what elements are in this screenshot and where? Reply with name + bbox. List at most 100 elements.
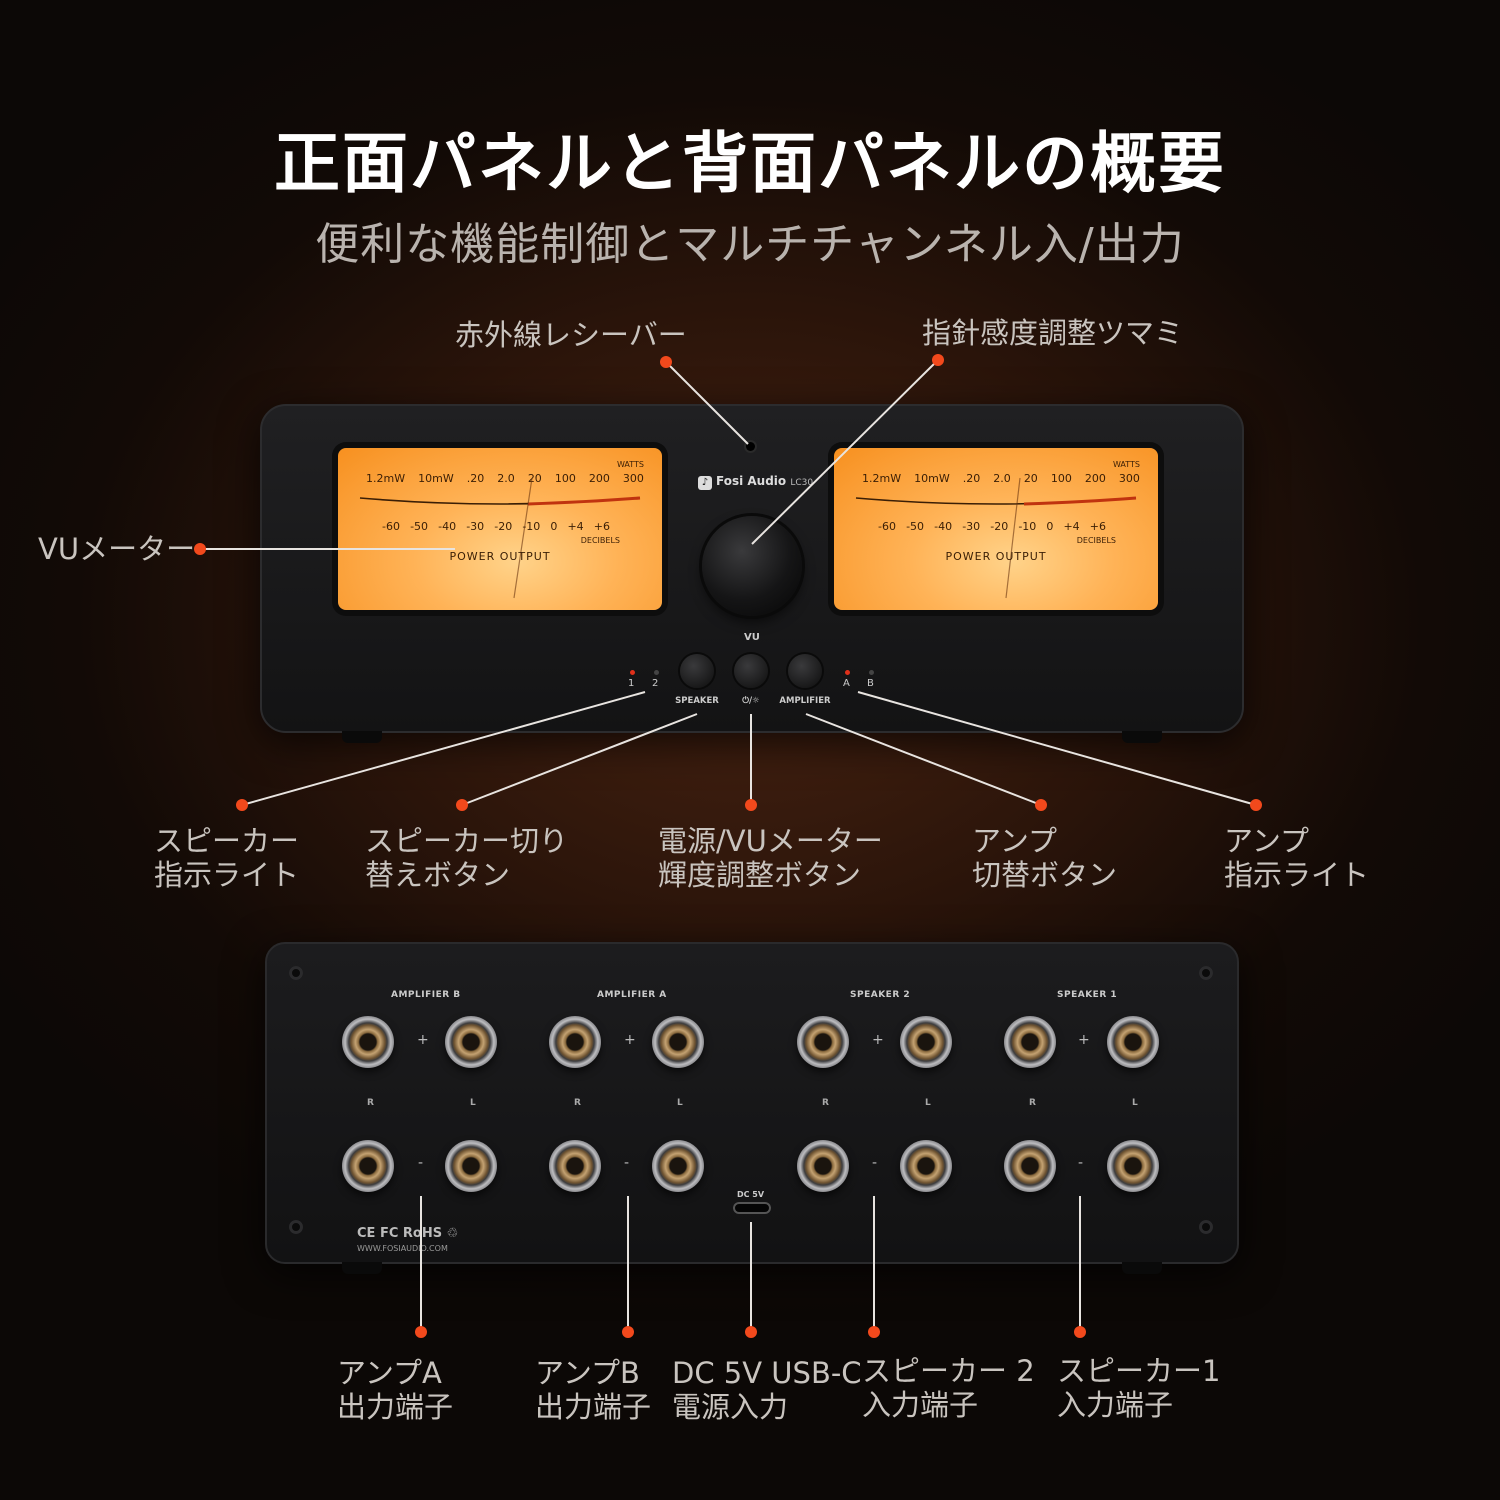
channel-r: R [574, 1098, 581, 1108]
callout-line-2: 替えボタン [365, 858, 511, 892]
callout-line-1: スピーカー切り [365, 824, 569, 858]
callout-speaker-light: スピーカー 指示ライト [154, 824, 299, 892]
binding-post[interactable] [797, 1140, 849, 1192]
amp-led-b [869, 670, 874, 675]
scale-tick-label: -10 [522, 520, 541, 533]
binding-post[interactable] [1004, 1140, 1056, 1192]
callout-line-2: 指示ライト [154, 858, 300, 892]
brand-name: Fosi Audio [716, 474, 787, 488]
minus-sign: - [418, 1155, 424, 1171]
binding-post[interactable] [549, 1016, 601, 1068]
meter-arc-icon [359, 477, 641, 599]
group-label: SPEAKER 1 [1057, 990, 1118, 1000]
binding-post[interactable] [445, 1016, 497, 1068]
scale-tick-label: -10 [1018, 520, 1037, 533]
power-button[interactable] [734, 654, 768, 688]
page-title: 正面パネルと背面パネルの概要 [274, 125, 1226, 202]
amplifier-button[interactable] [788, 654, 822, 688]
binding-post[interactable] [342, 1140, 394, 1192]
binding-post[interactable] [652, 1140, 704, 1192]
callout-power-button: 電源/VUメーター 輝度調整ボタン [658, 824, 883, 892]
scale-tick-label: 1.2mW [862, 472, 902, 485]
callout-line-2: 指示ライト [1224, 858, 1370, 892]
device-foot [1122, 731, 1162, 743]
meter-watts-label: WATTS [1112, 460, 1140, 469]
binding-post[interactable] [549, 1140, 601, 1192]
led-label: B [867, 678, 874, 689]
callout-dot [660, 356, 672, 368]
channel-r: R [1029, 1098, 1036, 1108]
scale-tick-label: -40 [934, 520, 953, 533]
callout-dot [745, 1326, 757, 1338]
plus-sign: + [417, 1032, 429, 1048]
callout-line-2: 出力端子 [535, 1390, 652, 1424]
scale-tick-label: 200 [1084, 472, 1106, 485]
callout-line-2: 電源入力 [672, 1390, 789, 1424]
scale-tick-label: .20 [466, 472, 485, 485]
callout-line-2: 切替ボタン [972, 858, 1118, 892]
minus-sign: - [872, 1155, 878, 1171]
binding-post[interactable] [652, 1016, 704, 1068]
page-subtitle: 便利な機能制御とマルチチャンネル入/出力 [315, 219, 1185, 270]
binding-post[interactable] [342, 1016, 394, 1068]
callout-line-1: アンプB [535, 1356, 640, 1390]
scale-tick-label: +4 [1063, 520, 1080, 533]
vu-meter-right: WATTS 1.2mW 10mW .20 2.0 20 100 200 300 … [828, 442, 1164, 616]
binding-post[interactable] [1107, 1016, 1159, 1068]
meter-power-label: POWER OUTPUT [945, 550, 1047, 563]
callout-line-1: アンプA [337, 1356, 442, 1390]
scale-tick-label: 2.0 [497, 472, 515, 485]
callout-speaker-1-input: スピーカー1 入力端子 [1057, 1354, 1220, 1422]
callout-dot [194, 543, 206, 555]
scale-tick-label: 100 [1050, 472, 1072, 485]
channel-l: L [470, 1098, 476, 1108]
binding-post[interactable] [1107, 1140, 1159, 1192]
scale-tick-label: +6 [1089, 520, 1106, 533]
scale-tick-label: 1.2mW [366, 472, 406, 485]
led-label: 1 [628, 678, 635, 689]
channel-l: L [925, 1098, 931, 1108]
device-foot [342, 1262, 382, 1274]
usb-c-port[interactable] [733, 1202, 771, 1214]
binding-post[interactable] [900, 1016, 952, 1068]
binding-post[interactable] [797, 1016, 849, 1068]
callout-amp-b-output: アンプB 出力端子 [535, 1356, 651, 1424]
scale-tick-label: -30 [466, 520, 485, 533]
binding-post[interactable] [1004, 1016, 1056, 1068]
meter-arc-icon [855, 477, 1137, 599]
scale-tick-label: 10mW [418, 472, 454, 485]
speaker-button[interactable] [680, 654, 714, 688]
binding-post[interactable] [445, 1140, 497, 1192]
sensitivity-knob[interactable] [702, 516, 802, 616]
group-label: AMPLIFIER B [391, 990, 461, 1000]
callout-amp-light: アンプ 指示ライト [1224, 824, 1369, 892]
callout-line-1: アンプ [972, 824, 1057, 858]
channel-r: R [822, 1098, 829, 1108]
scale-tick-label: -50 [410, 520, 429, 533]
scale-tick-label: 300 [622, 472, 644, 485]
meter-top-scale: 1.2mW 10mW .20 2.0 20 100 200 300 [862, 472, 1140, 485]
scale-tick-label: -30 [962, 520, 981, 533]
led-label: A [843, 678, 850, 689]
callout-dot [932, 354, 944, 366]
channel-l: L [677, 1098, 683, 1108]
callout-dot [1074, 1326, 1086, 1338]
callout-line-1: スピーカー [154, 824, 300, 858]
speaker-button-label: SPEAKER [675, 696, 719, 706]
callout-dot [868, 1326, 880, 1338]
minus-sign: - [624, 1155, 630, 1171]
scale-tick-label: 2.0 [993, 472, 1011, 485]
callout-sensitivity-knob: 指針感度調整ツマミ [922, 316, 1184, 350]
screw-icon [1199, 1220, 1213, 1234]
meter-bottom-scale: -60 -50 -40 -30 -20 -10 0 +4 +6 [878, 520, 1106, 533]
scale-tick-label: 200 [588, 472, 610, 485]
device-foot [1122, 1262, 1162, 1274]
scale-tick-label: +6 [593, 520, 610, 533]
scale-tick-label: +4 [567, 520, 584, 533]
callout-line-2: 入力端子 [1057, 1388, 1174, 1422]
meter-face: WATTS 1.2mW 10mW .20 2.0 20 100 200 300 … [338, 448, 662, 610]
binding-post[interactable] [900, 1140, 952, 1192]
meter-power-label: POWER OUTPUT [449, 550, 551, 563]
callout-speaker-switch: スピーカー切り 替えボタン [365, 824, 568, 892]
fosi-logo-icon: ♪ [698, 476, 712, 490]
